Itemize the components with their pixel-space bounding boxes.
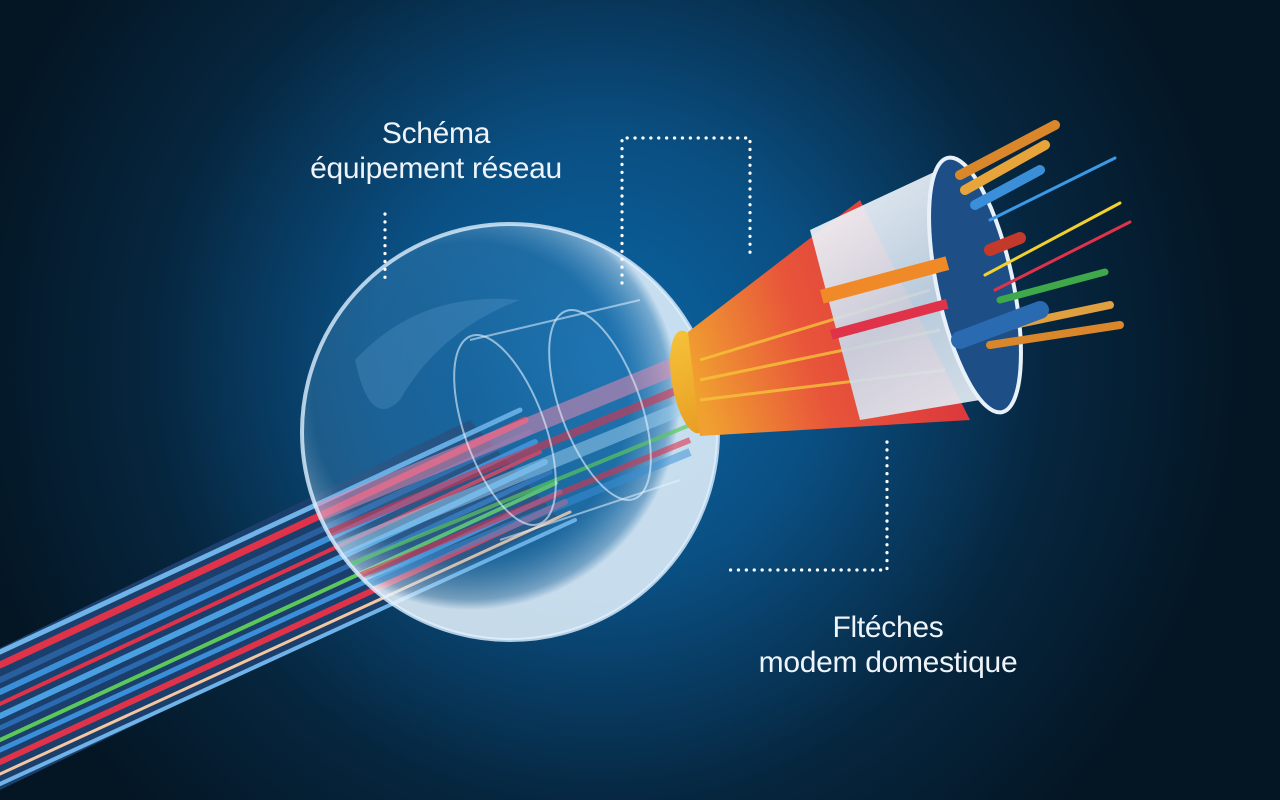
label-network-equipment: Schéma équipement réseau [296, 116, 576, 186]
label-top-line2: équipement réseau [310, 152, 562, 185]
label-bottom-line2: modem domestique [758, 646, 1018, 679]
glass-sphere [300, 222, 720, 642]
label-bottom-line1: Fltéches [832, 611, 944, 644]
exposed-fibers [951, 120, 1132, 349]
callout-top-bracket [620, 136, 752, 285]
label-top-line1: Schéma [381, 117, 491, 150]
callout-bottom-bracket [724, 440, 889, 572]
label-home-modem: Fltéches modem domestique [720, 610, 1056, 680]
cable-head [810, 155, 1023, 420]
callout-lines [383, 136, 889, 572]
